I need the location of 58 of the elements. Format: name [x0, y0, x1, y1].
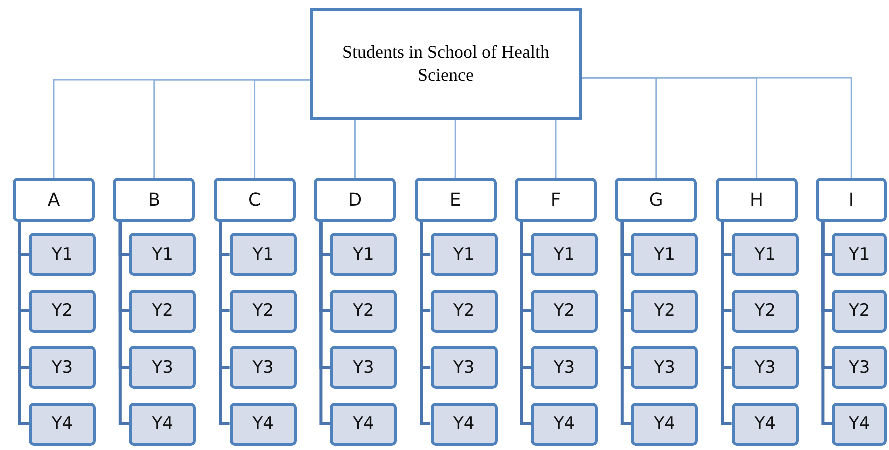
- group-box: B: [113, 178, 196, 222]
- year-box: Y1: [732, 233, 799, 276]
- group-box: I: [816, 178, 887, 222]
- year-box: Y4: [531, 402, 598, 446]
- year-box: Y4: [230, 402, 297, 446]
- year-box: Y3: [430, 346, 498, 389]
- year-box: Y2: [430, 290, 498, 332]
- root-box: Students in School of Health Science: [310, 8, 582, 120]
- connector-line: [420, 222, 431, 426]
- year-box: Y4: [832, 402, 887, 446]
- group-box: H: [716, 178, 798, 222]
- year-box: Y2: [832, 290, 887, 332]
- year-box: Y1: [129, 233, 196, 276]
- year-box: Y2: [631, 290, 698, 332]
- group-box: C: [214, 178, 296, 222]
- year-box: Y2: [531, 290, 598, 332]
- year-box: Y3: [230, 346, 297, 389]
- year-box: Y4: [631, 402, 698, 446]
- year-box: Y2: [129, 290, 196, 332]
- group-box: G: [615, 178, 698, 222]
- year-box: Y1: [531, 233, 598, 276]
- year-box: Y2: [330, 290, 398, 332]
- group-box: F: [515, 178, 597, 222]
- year-box: Y3: [330, 346, 398, 389]
- year-box: Y4: [732, 402, 799, 446]
- year-box: Y1: [832, 233, 887, 276]
- connector-line: [620, 222, 632, 426]
- year-box: Y4: [330, 402, 398, 446]
- group-box: A: [13, 178, 95, 222]
- connector-line: [822, 222, 832, 426]
- group-box: D: [314, 178, 396, 222]
- connector-line: [320, 222, 330, 426]
- year-box: Y2: [732, 290, 799, 332]
- connector-line: [555, 120, 557, 178]
- connector-line: [354, 120, 356, 178]
- year-box: Y4: [29, 402, 96, 446]
- connector-line: [582, 77, 852, 178]
- year-box: Y4: [430, 402, 498, 446]
- year-box: Y3: [732, 346, 799, 389]
- connector-line: [219, 222, 230, 426]
- year-box: Y1: [631, 233, 698, 276]
- year-box: Y2: [29, 290, 96, 332]
- year-box: Y3: [832, 346, 887, 389]
- connector-line: [721, 222, 732, 426]
- year-box: Y1: [330, 233, 398, 276]
- year-box: Y1: [430, 233, 498, 276]
- year-box: Y3: [29, 346, 96, 389]
- connector-line: [118, 222, 130, 426]
- year-box: Y3: [129, 346, 196, 389]
- year-box: Y1: [230, 233, 297, 276]
- year-box: Y2: [230, 290, 297, 332]
- year-box: Y3: [631, 346, 698, 389]
- group-box: E: [414, 178, 497, 222]
- year-box: Y1: [29, 233, 96, 276]
- year-box: Y3: [531, 346, 598, 389]
- connector-line: [454, 120, 456, 178]
- connector-line: [254, 79, 310, 178]
- year-box: Y4: [129, 402, 196, 446]
